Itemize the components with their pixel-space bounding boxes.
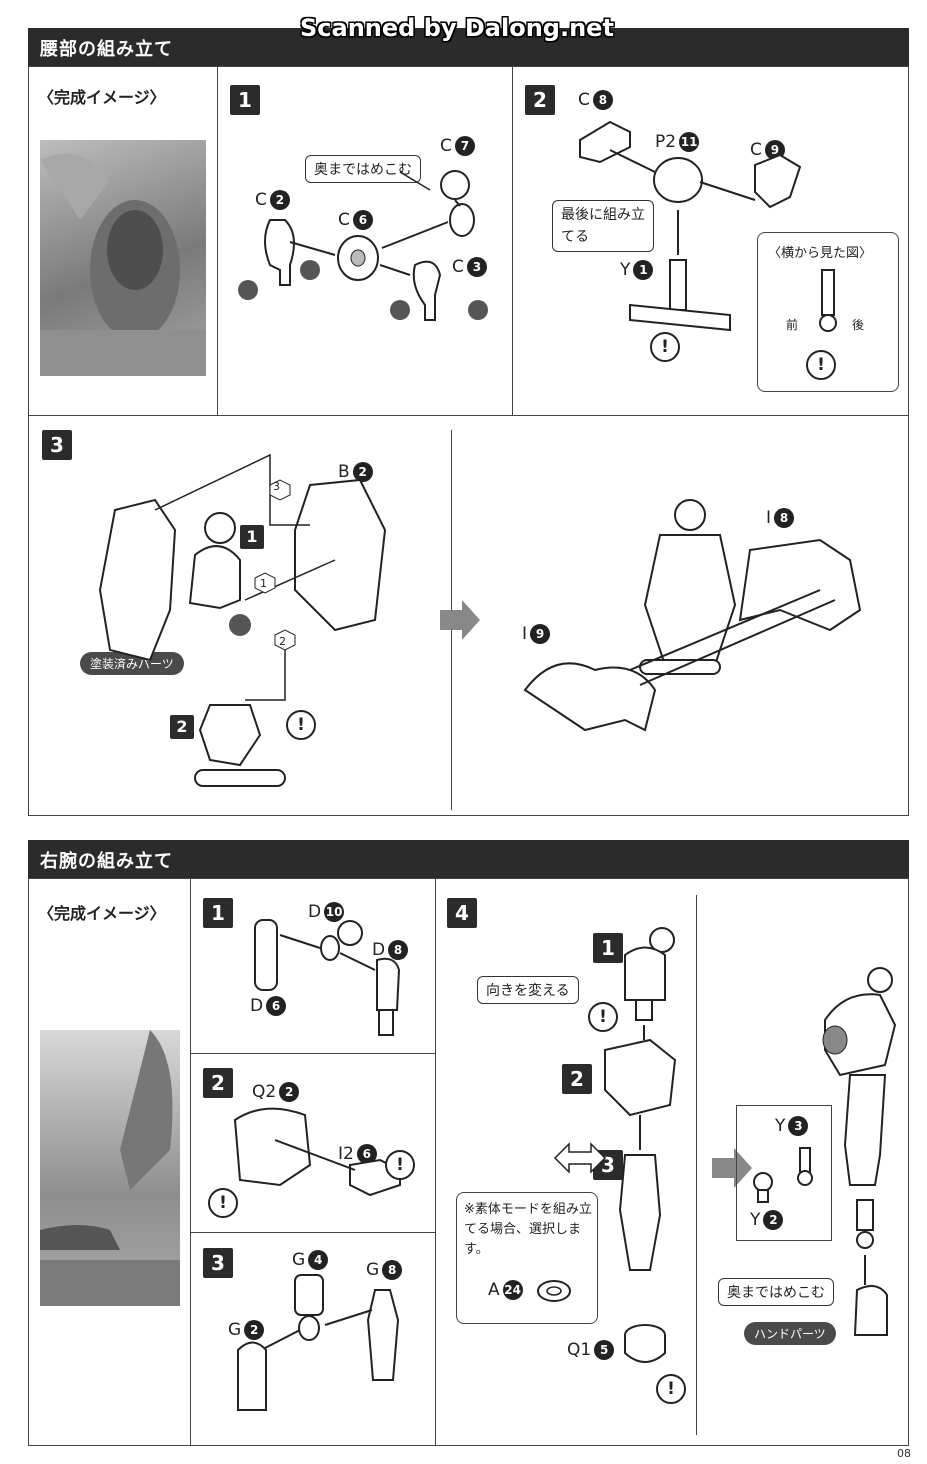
warning-icon: ! (806, 350, 836, 380)
arm-step1-number: 1 (203, 898, 233, 928)
arm-section-title: 右腕の組み立て (40, 851, 173, 872)
arm-step2-number: 2 (203, 1068, 233, 1098)
waist-section-title: 腰部の組み立て (40, 39, 173, 60)
arm-step2-diagram (233, 1107, 401, 1197)
waist-step3-diagram (98, 453, 387, 787)
optional-note-box (456, 1192, 598, 1324)
warning-icon: ! (286, 710, 316, 740)
warning-icon: ! (656, 1374, 686, 1404)
assembled-arm-diagram (822, 967, 897, 1336)
side-view-front: 前 (786, 318, 799, 332)
waist-step3-number: 3 (42, 430, 72, 460)
waist-step3-sub1: 1 (240, 525, 264, 549)
arrow-right-icon (712, 1148, 752, 1188)
warning-icon: ! (650, 332, 680, 362)
arm-image-caption: 〈完成イメージ〉 (38, 904, 166, 923)
arm-section-header: 右腕の組み立て (28, 840, 909, 878)
arm-step4-parts-diagram (604, 927, 677, 1271)
hex-label-2: 2 (279, 635, 286, 648)
optional-note-text: ※素体モードを組み立てる場合、選択します。 (464, 1202, 592, 1257)
waist-figure-illustration (40, 153, 206, 376)
arrow-right-icon (440, 600, 480, 640)
ring-part-a24 (537, 1280, 571, 1302)
arm-complete-image (40, 1030, 180, 1306)
waist-step3-sub2: 2 (170, 715, 194, 739)
waist-image-caption: 〈完成イメージ〉 (38, 88, 166, 107)
waist-step2-number: 2 (525, 85, 555, 115)
watermark: Scanned by Dalong.net (300, 14, 614, 42)
side-view-title: 〈横から見た図〉 (768, 246, 873, 261)
waist-step2-callout: 最後に組み立てる (552, 200, 654, 252)
waist-step2-diagram (579, 120, 802, 332)
waist-step2-panel (512, 66, 909, 416)
arm-step1-diagram (254, 919, 401, 1036)
warning-icon: ! (208, 1188, 238, 1218)
hex-label-1: 1 (260, 577, 267, 590)
double-arrow-icon (553, 1142, 607, 1174)
waist-section-header: 腰部の組み立て (28, 28, 909, 66)
warning-icon: ! (385, 1150, 415, 1180)
waist-step1-callout: 奥まではめこむ (305, 155, 421, 183)
hex-label-3: 3 (273, 480, 280, 493)
q1-part-diagram (624, 1324, 666, 1363)
arm-step4-callout-push: 奥まではめこむ (718, 1278, 834, 1306)
waist-step3-result-diagram (523, 499, 862, 732)
hand-parts-label: ハンドパーツ (744, 1322, 836, 1345)
waist-complete-image (40, 140, 206, 376)
joint-parts-diagram (753, 1147, 813, 1203)
page-number: 08 (897, 1447, 911, 1460)
warning-icon: ! (588, 1002, 618, 1032)
side-view-box (757, 232, 899, 392)
waist-step1-diagram (238, 170, 488, 321)
waist-step1-number: 1 (230, 85, 260, 115)
arm-step4-callout-direction: 向きを変える (477, 976, 579, 1004)
painted-parts-label: 塗装済みパーツ (80, 652, 184, 675)
arm-step4-panel (435, 878, 909, 1446)
side-view-back: 後 (852, 318, 865, 332)
arm-figure-illustration (40, 1030, 180, 1306)
step4-divider (696, 895, 697, 1435)
arm-step4-number: 4 (447, 898, 477, 928)
side-view-diagram (819, 269, 837, 332)
arm-step3-number: 3 (203, 1248, 233, 1278)
arm-step3-diagram (237, 1274, 400, 1411)
arm-step4-sub2: 2 (562, 1064, 592, 1094)
arm-step4-sub1: 1 (593, 933, 623, 963)
joint-parts-box (736, 1105, 832, 1241)
